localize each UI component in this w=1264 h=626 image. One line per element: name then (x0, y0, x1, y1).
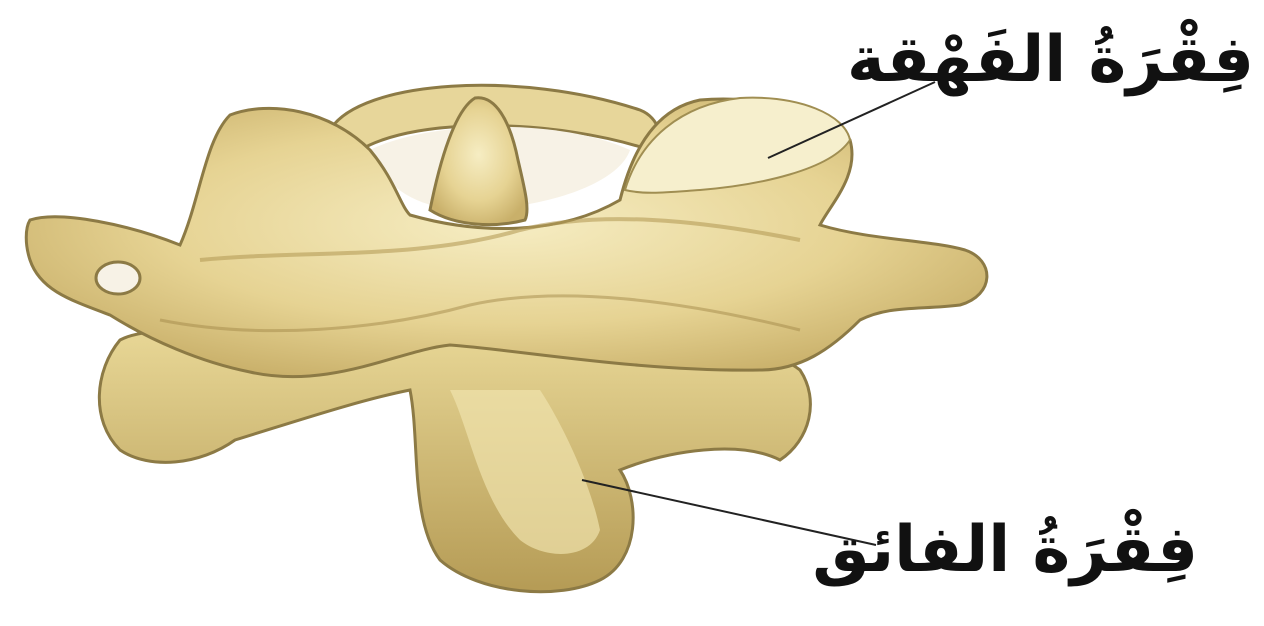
transverse-foramen (96, 262, 140, 294)
axis-label: فِقْرَةُ الفائق (812, 518, 1198, 582)
atlas-label: فِقْرَةُ الفَهْقة (847, 28, 1254, 92)
